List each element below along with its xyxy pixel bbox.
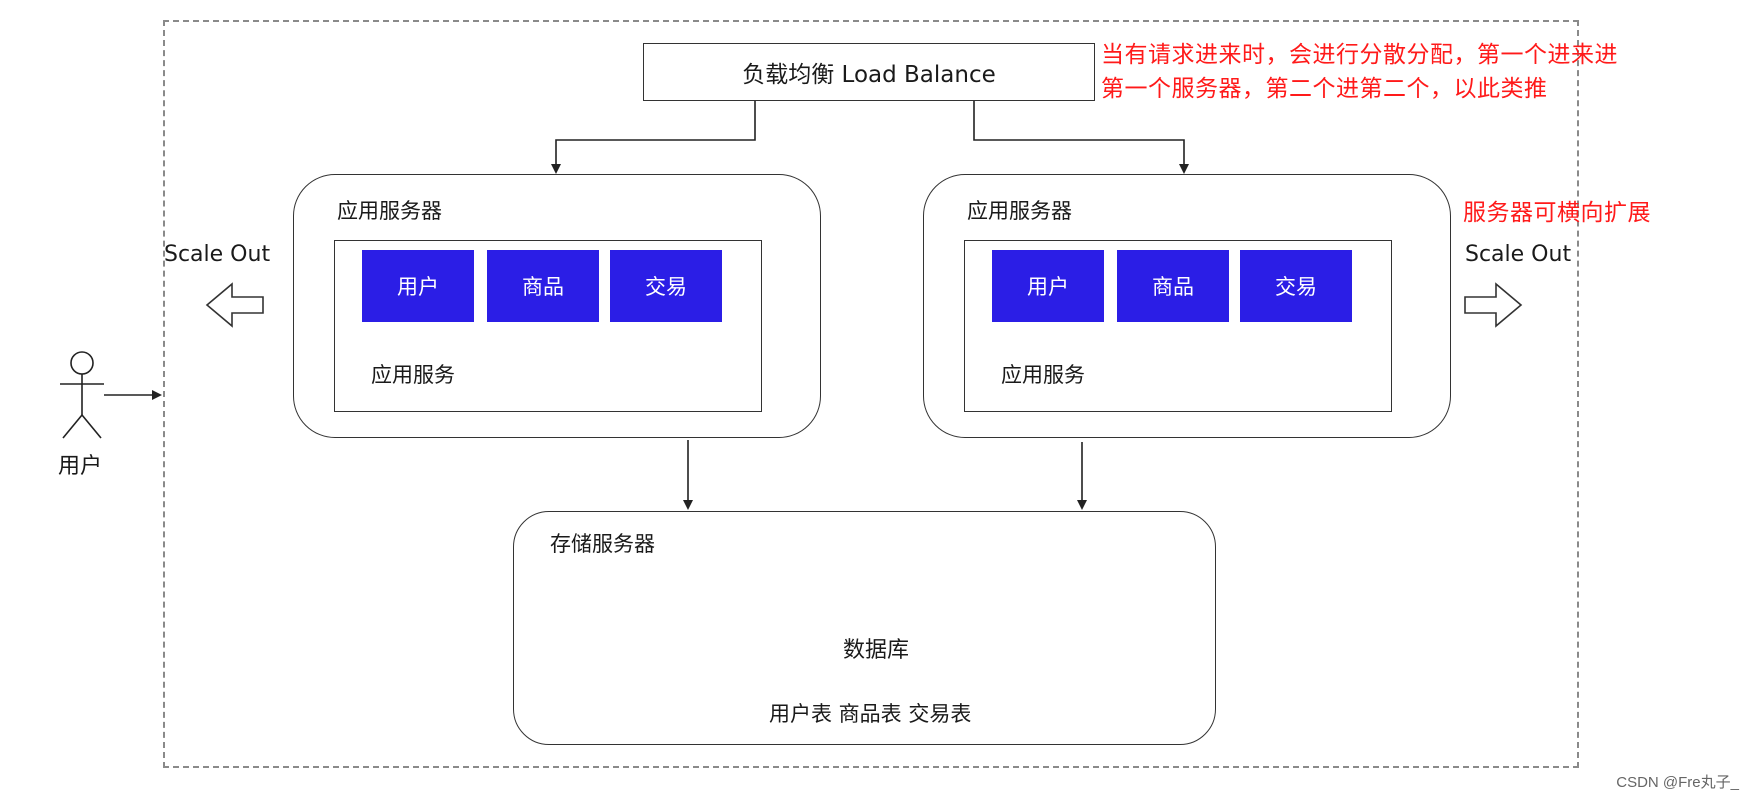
module-user: 用户 xyxy=(992,250,1104,322)
system-boundary xyxy=(163,20,1579,768)
user-label: 用户 xyxy=(58,454,103,479)
note-line-2: 第一个服务器，第二个进第二个，以此类推 xyxy=(1101,76,1548,102)
note-line-1: 当有请求进来时，会进行分散分配，第一个进来进 xyxy=(1101,42,1618,68)
user-figure xyxy=(60,351,104,439)
app-service-label: 应用服务 xyxy=(371,363,455,387)
load-balancer-label: 负载均衡 Load Balance xyxy=(742,62,996,88)
database-label: 数据库 xyxy=(843,638,910,663)
app-server-title: 应用服务器 xyxy=(337,199,442,223)
module-product: 商品 xyxy=(1117,250,1229,322)
scale-out-left-label: Scale Out xyxy=(164,242,271,267)
csdn-watermark: CSDN @Fre丸子_ xyxy=(1616,774,1739,791)
load-balancer-box: 负载均衡 Load Balance xyxy=(643,43,1095,101)
app-server-1: 应用服务器 用户 商品 交易 应用服务 xyxy=(293,174,821,438)
module-trade: 交易 xyxy=(610,250,722,322)
app-server-2: 应用服务器 用户 商品 交易 应用服务 xyxy=(923,174,1451,438)
module-product: 商品 xyxy=(487,250,599,322)
module-user: 用户 xyxy=(362,250,474,322)
scale-note: 服务器可横向扩展 xyxy=(1463,200,1651,226)
tables-label: 用户表 商品表 交易表 xyxy=(769,702,972,726)
storage-server: 存储服务器 xyxy=(513,511,1216,745)
app-server-title: 应用服务器 xyxy=(967,199,1072,223)
app-service-label: 应用服务 xyxy=(1001,363,1085,387)
module-trade: 交易 xyxy=(1240,250,1352,322)
app-service-box: 用户 商品 交易 应用服务 xyxy=(964,240,1392,412)
app-service-box: 用户 商品 交易 应用服务 xyxy=(334,240,762,412)
scale-out-right-label: Scale Out xyxy=(1465,242,1572,267)
storage-title: 存储服务器 xyxy=(550,532,655,556)
